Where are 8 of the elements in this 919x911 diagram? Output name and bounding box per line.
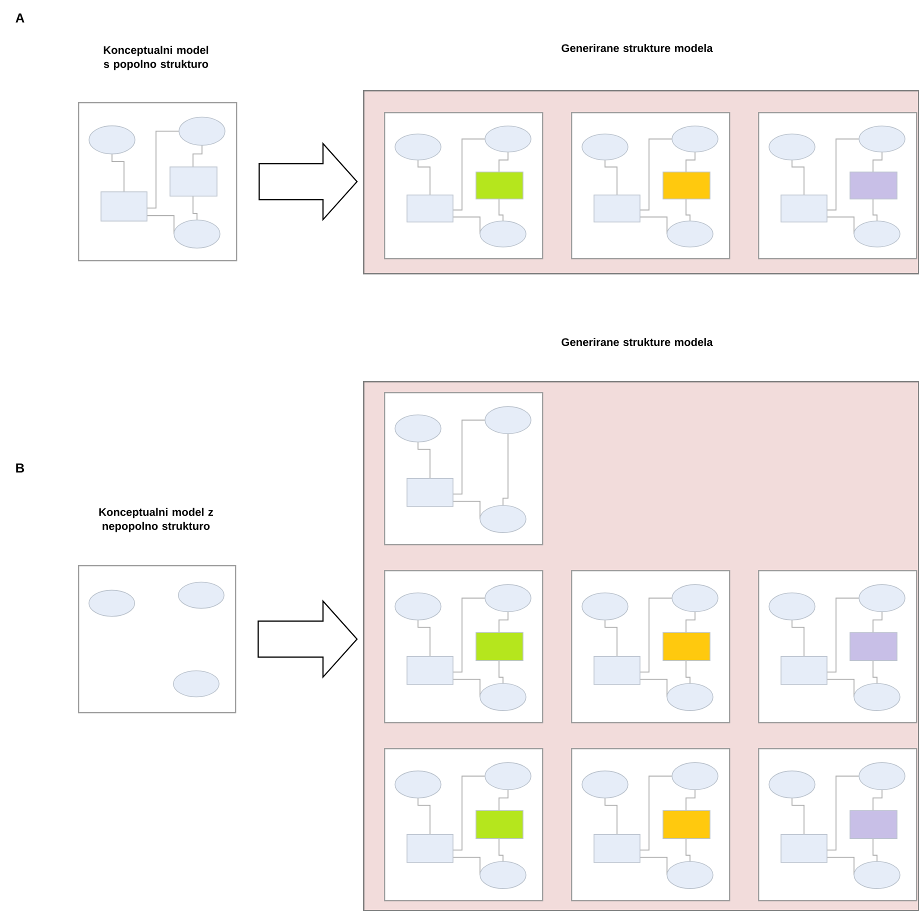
panel-heading: Generirane strukture modela xyxy=(562,338,713,346)
block-arrow xyxy=(258,600,358,679)
block-arrow xyxy=(258,142,358,222)
heading: Konceptualni model s popolno strukturo xyxy=(104,46,208,70)
panel-letter: A xyxy=(16,14,24,22)
panel-heading: Generirane strukture modela xyxy=(562,44,713,52)
heading: Konceptualni model z nepopolno strukturo xyxy=(99,508,214,532)
panel-letter: B xyxy=(16,464,24,472)
